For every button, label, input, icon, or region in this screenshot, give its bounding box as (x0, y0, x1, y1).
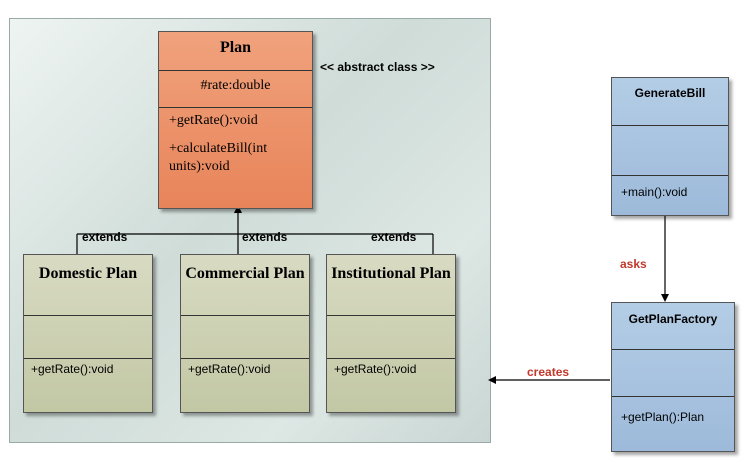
class-attributes (612, 349, 734, 396)
asks-label: asks (620, 257, 647, 271)
class-operation: +getRate():void (327, 358, 455, 376)
class-operation: +getRate():void (181, 358, 309, 376)
class-attributes (327, 315, 455, 358)
class-name: Institutional Plan (331, 265, 451, 282)
creates-label: creates (527, 365, 570, 379)
class-name: Domestic Plan (38, 265, 138, 282)
extends-label-institutional: extends (371, 230, 417, 244)
class-name: GetPlanFactory (628, 312, 718, 326)
operation-calculatebill: +calculateBill(int units):void (169, 141, 268, 174)
class-generate-bill: GenerateBill +main():void (611, 77, 729, 216)
class-name: GenerateBill (634, 86, 706, 100)
class-attribute: #rate:double (159, 70, 312, 107)
asks-arrowhead (661, 294, 669, 302)
class-attributes (181, 315, 309, 358)
class-operation: +getPlan():Plan (612, 396, 734, 424)
extends-label-domestic: extends (82, 230, 128, 244)
class-plan: Plan #rate:double +getRate():void +calcu… (158, 31, 313, 209)
class-domestic-plan: Domestic Plan +getRate():void (23, 254, 153, 413)
class-name: Commercial Plan (185, 265, 305, 282)
extends-label-commercial: extends (242, 230, 288, 244)
inheritance-arrowhead (234, 205, 242, 213)
class-commercial-plan: Commercial Plan +getRate():void (180, 254, 310, 413)
stereotype-label: << abstract class >> (320, 60, 435, 74)
class-institutional-plan: Institutional Plan +getRate():void (326, 254, 456, 413)
operation-getrate: +getRate():void (169, 113, 258, 128)
creates-arrowhead (488, 376, 496, 384)
class-operations: +getRate():void +calculateBill(int units… (159, 107, 312, 176)
class-attributes (612, 125, 728, 175)
class-operation: +getRate():void (24, 358, 152, 376)
class-name: Plan (219, 39, 252, 56)
class-get-plan-factory: GetPlanFactory +getPlan():Plan (611, 302, 735, 452)
class-attributes (24, 315, 152, 358)
class-operation: +main():void (612, 175, 728, 199)
